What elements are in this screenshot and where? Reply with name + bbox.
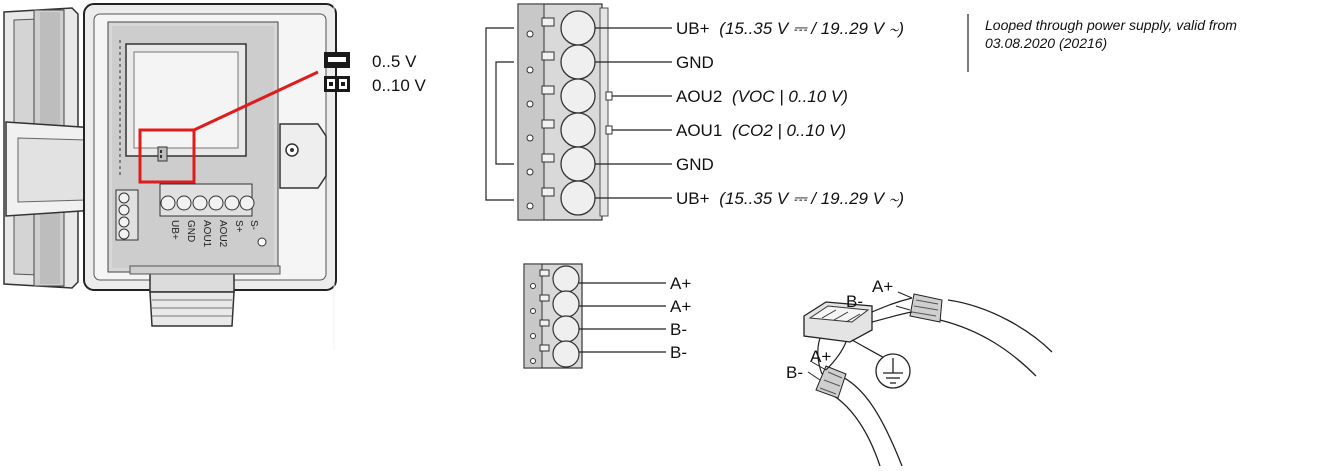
terminal-bus-pin-1 [530, 265, 580, 293]
terminal-label-3-main: AOU2 [676, 87, 722, 106]
terminal-bus-pin-3 [530, 315, 580, 343]
terminal-label-4-main: AOU1 [676, 121, 722, 140]
terminal-label-3-detail: (VOC | 0..10 V) [732, 87, 848, 106]
loop-note-line-1: Looped through power supply, valid from [985, 17, 1237, 33]
terminal-label-5-main: GND [676, 155, 714, 174]
pcb-label-gnd: GND [185, 220, 196, 242]
terminal-main-pin-3 [526, 78, 596, 114]
loop-note-line-2: 03.08.2020 (20216) [985, 35, 1107, 51]
cable-label-b-top: B- [846, 292, 863, 311]
terminal-main-pin-1 [526, 10, 596, 46]
jumper-highlight-box [138, 128, 196, 184]
pcb-labels: UB+ GND AOU1 AOU2 S+ S- [169, 220, 259, 248]
jumper-option-5v: 0..5 V [372, 52, 417, 71]
cable-label-b-bottom: B- [786, 363, 803, 382]
terminal-label-2-main: GND [676, 53, 714, 72]
cable-illustration: A+ B- A+ B- [786, 277, 1053, 467]
terminal-label-4: AOU1 (CO2 | 0..10 V) [676, 121, 846, 140]
pcb-label-sminus: S- [248, 220, 259, 230]
terminal-label-4-detail: (CO2 | 0..10 V) [732, 121, 846, 140]
jumper-icon-10v [324, 76, 350, 92]
terminal-main: UB+ (15..35 V ⎓ / 19..29 V ∼) GND AOU2 (… [485, 3, 1237, 221]
terminal-bus-pin-2 [530, 290, 580, 318]
jumper-legend: 0..5 V 0..10 V [324, 52, 427, 95]
pcb-label-ub: UB+ [169, 220, 180, 240]
bus-label-1: A+ [670, 274, 691, 293]
terminal-label-6-detail: (15..35 V ⎓ / 19..29 V ∼) [719, 189, 904, 208]
device-housing [3, 3, 337, 327]
pcb-label-splus: S+ [233, 220, 244, 233]
bus-label-2: A+ [670, 297, 691, 316]
pcb-label-aou2: AOU2 [217, 220, 228, 248]
terminal-label-6: UB+ (15..35 V ⎓ / 19..29 V ∼) [676, 189, 904, 208]
terminal-label-1-detail: (15..35 V ⎓ / 19..29 V ∼) [719, 19, 904, 38]
terminal-label-1-main: UB+ [676, 19, 710, 38]
bus-label-3: B- [670, 320, 687, 339]
terminal-label-1: UB+ (15..35 V ⎓ / 19..29 V ∼) [676, 19, 904, 38]
loop-bracket-ub [485, 27, 514, 201]
cable-label-a-bottom: A+ [810, 347, 831, 366]
terminal-label-5: GND [676, 155, 714, 174]
terminal-label-2: GND [676, 53, 714, 72]
ground-icon [875, 353, 911, 389]
terminal-label-3: AOU2 (VOC | 0..10 V) [676, 87, 848, 106]
terminal-bus-pin-4 [530, 340, 580, 368]
bus-label-4: B- [670, 343, 687, 362]
jumper-icon-5v [324, 52, 350, 68]
jumper-pointer-line [193, 70, 319, 132]
terminal-label-6-main: UB+ [676, 189, 710, 208]
loop-bracket-gnd [495, 61, 514, 165]
cable-label-a-top: A+ [872, 277, 893, 296]
jumper-option-10v: 0..10 V [372, 76, 427, 95]
pcb-label-aou1: AOU1 [201, 220, 212, 248]
terminal-bus: A+ A+ B- B- [523, 263, 691, 369]
